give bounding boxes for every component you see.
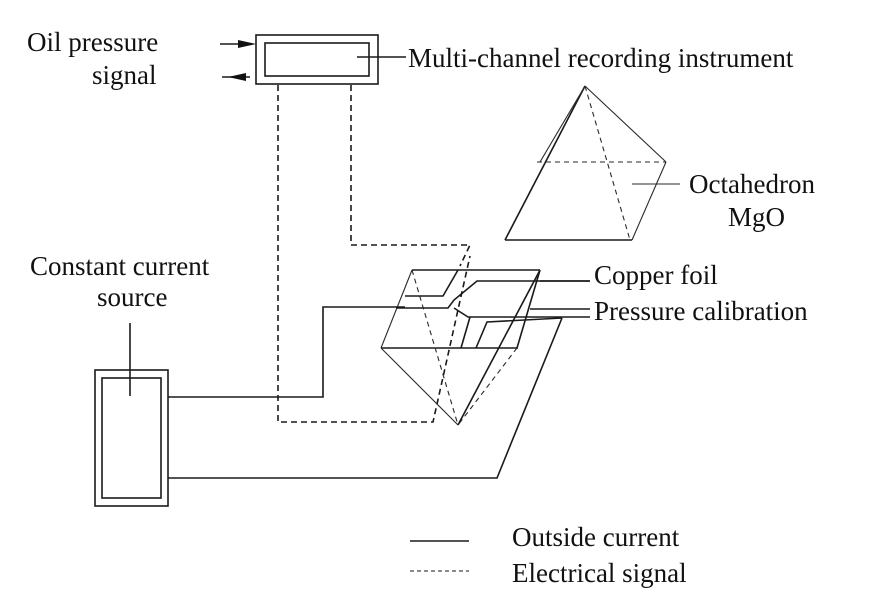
octahedron-label-line1: Octahedron [689,169,815,199]
current-source-label-line1: Constant current [30,251,210,281]
arrow-out-icon [222,73,250,81]
pressure-calibration-label: Pressure calibration [594,296,808,326]
signal-line-left [277,85,471,423]
current-source-label-line2: source [97,282,167,312]
octahedron-mgo-shape [504,85,680,241]
recorder-label: Multi-channel recording instrument [408,43,794,73]
lower-octahedron-assembly [380,269,590,426]
current-wire-lower [168,317,563,479]
current-source-box [94,369,169,507]
legend-label-electrical-signal: Electrical signal [512,558,687,588]
copper-foil-label: Copper foil [594,260,718,290]
oil-pressure-label-line1: Oil pressure [27,27,158,57]
oil-pressure-label-line2: signal [92,60,157,90]
legend: Outside current Electrical signal [410,522,687,588]
legend-label-outside-current: Outside current [512,522,680,552]
octahedron-label-line2: MgO [728,202,785,232]
recording-instrument-box [255,34,406,85]
signal-line-right [350,85,472,267]
arrow-in-icon [220,40,256,48]
current-wire-upper [168,306,405,398]
